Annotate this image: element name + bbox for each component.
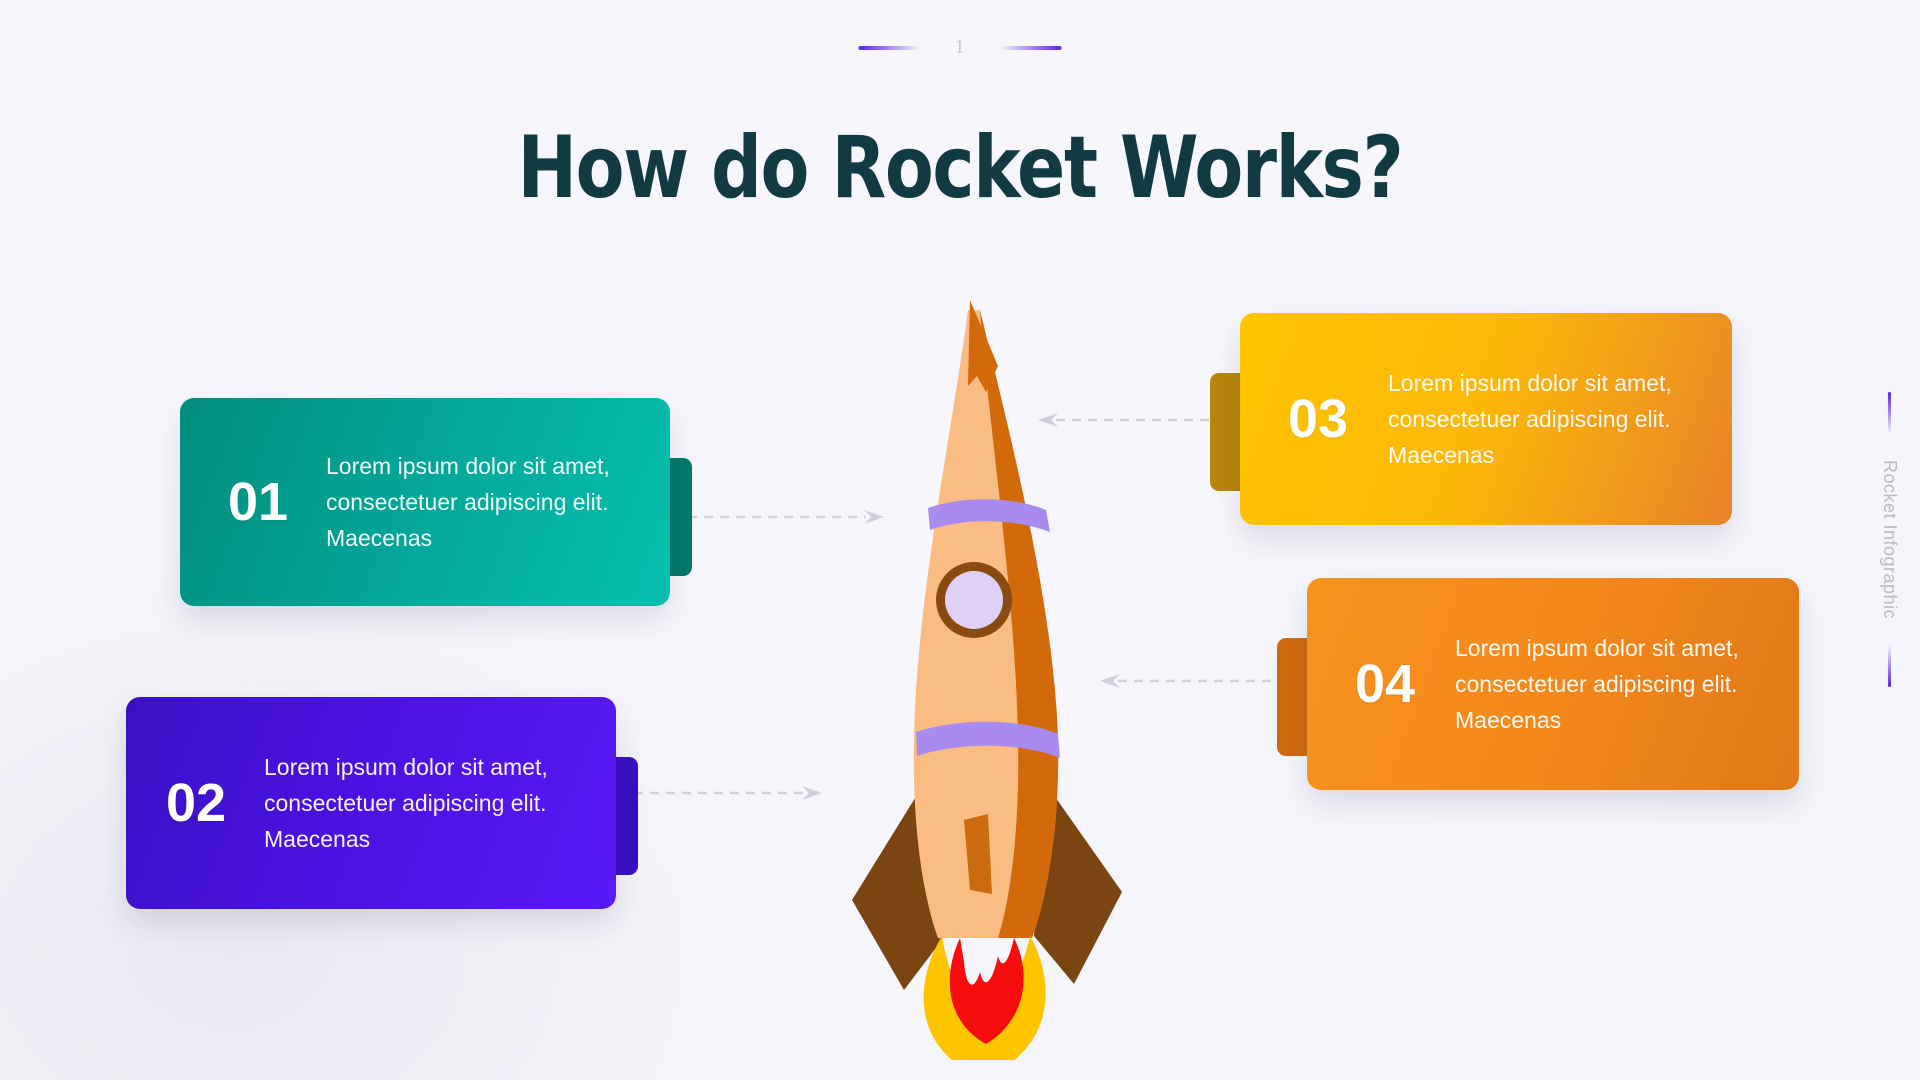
card-text-03: Lorem ipsum dolor sit amet, consectetuer…	[1388, 369, 1672, 469]
rocket-flame-inner-icon	[949, 938, 1024, 1044]
marker-line-left-icon	[858, 45, 921, 50]
rocket-vent-icon	[964, 814, 992, 894]
rocket-stripe-upper-icon	[928, 499, 1050, 532]
connector-arrow-03	[1036, 413, 1224, 427]
card-text-02: Lorem ipsum dolor sit amet, consectetuer…	[264, 753, 548, 853]
rocket-nose-tip-icon	[968, 300, 998, 392]
card-number-02: 02	[166, 773, 227, 833]
info-card-03[interactable]: 03 Lorem ipsum dolor sit amet, consectet…	[1240, 313, 1732, 525]
page-number: 1	[954, 36, 966, 58]
card-number-04: 04	[1355, 654, 1416, 714]
connector-arrow-01	[688, 510, 888, 524]
card-text-04: Lorem ipsum dolor sit amet, consectetuer…	[1455, 634, 1739, 734]
rocket-fin-right-icon	[1034, 784, 1122, 984]
rocket-window-glass-icon	[945, 571, 1003, 629]
info-card-04[interactable]: 04 Lorem ipsum dolor sit amet, consectet…	[1307, 578, 1799, 790]
card-text-01: Lorem ipsum dolor sit amet, consectetuer…	[326, 452, 610, 552]
card-number-03: 03	[1288, 389, 1349, 449]
card-number-01: 01	[228, 472, 289, 532]
info-card-01[interactable]: 01 Lorem ipsum dolor sit amet, consectet…	[180, 398, 670, 606]
page-title: How do Rocket Works?	[517, 118, 1403, 218]
connector-arrow-02	[634, 786, 826, 800]
side-line-bottom-icon	[1888, 645, 1891, 688]
rocket-stripe-lower-icon	[916, 721, 1060, 758]
connector-arrow-04	[1098, 674, 1284, 688]
top-page-marker: 1	[858, 36, 1062, 59]
side-line-top-icon	[1888, 392, 1891, 434]
info-card-02[interactable]: 02 Lorem ipsum dolor sit amet, consectet…	[126, 697, 616, 909]
marker-line-right-icon	[999, 45, 1062, 50]
side-label: Rocket Infographic	[1879, 392, 1900, 688]
side-label-text: Rocket Infographic	[1880, 460, 1900, 620]
rocket-body-shadow-icon	[980, 310, 1059, 938]
rocket-illustration	[846, 300, 1146, 1078]
